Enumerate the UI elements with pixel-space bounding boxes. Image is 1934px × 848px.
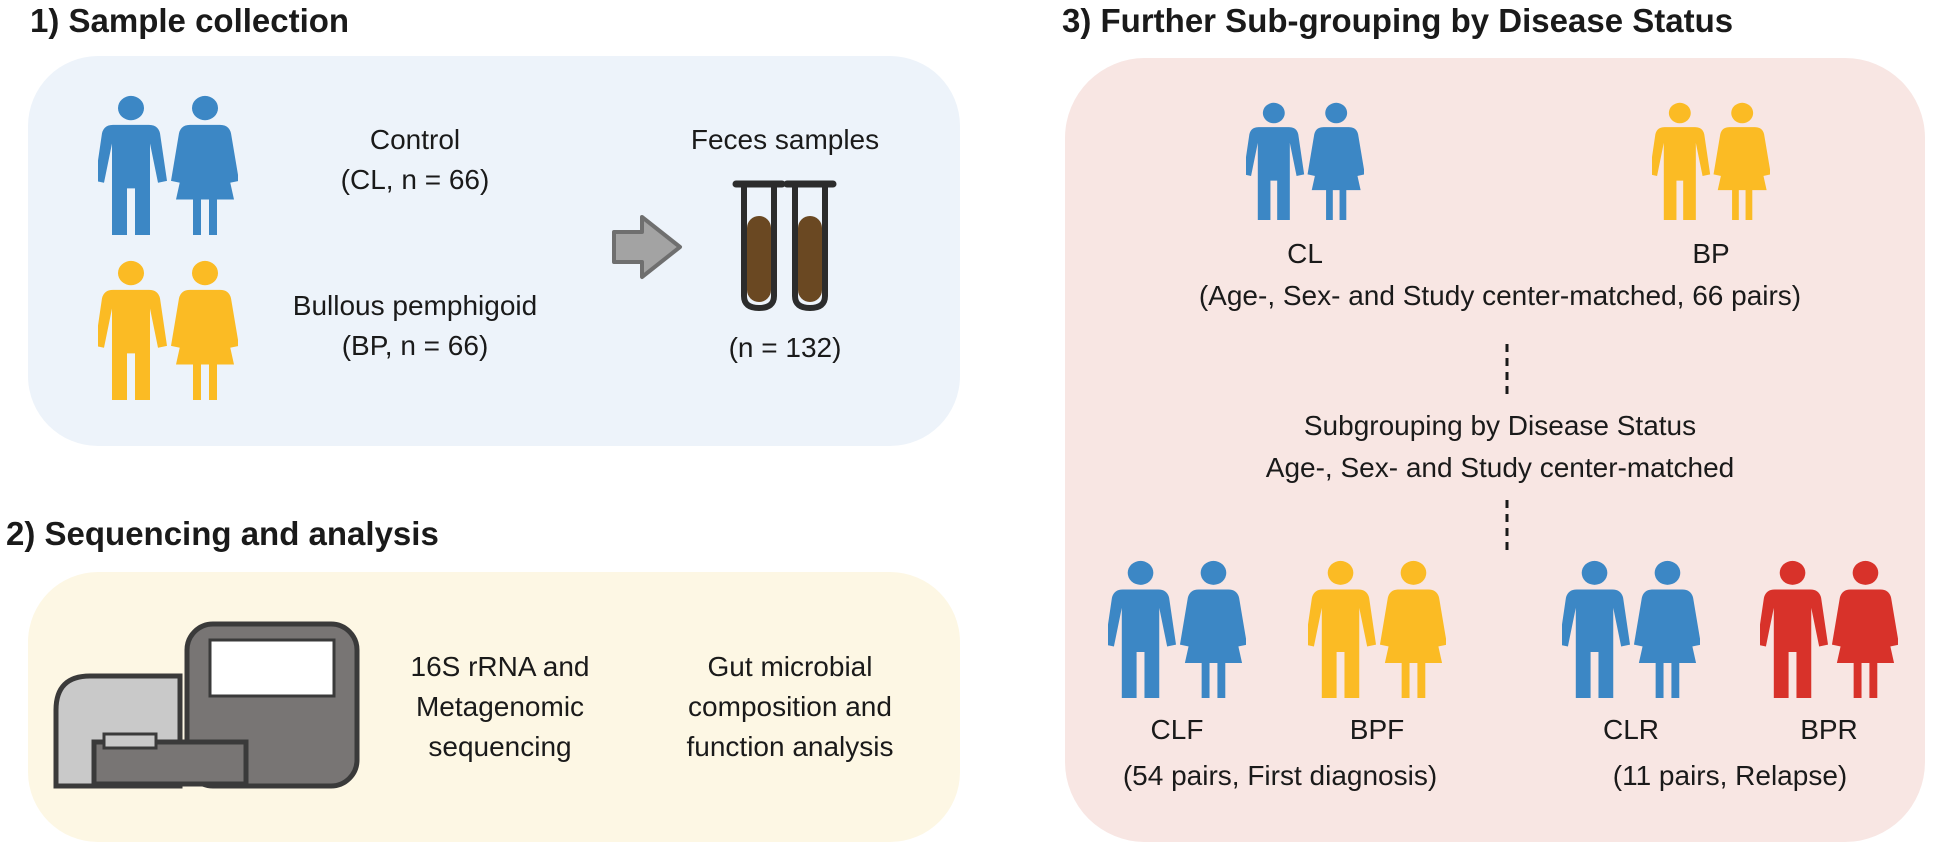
analysis-line1: Gut microbial bbox=[707, 651, 873, 682]
sequencing-panel bbox=[28, 572, 960, 842]
dashed-connector-bottom bbox=[1505, 500, 1509, 550]
test-tubes-icon bbox=[732, 180, 837, 312]
bp-label: Bullous pemphigoid bbox=[292, 290, 538, 321]
feces-count: (n = 132) bbox=[728, 332, 842, 363]
bp-couple-icon bbox=[98, 260, 238, 400]
section2-heading: 2) Sequencing and analysis bbox=[6, 515, 439, 552]
control-couple-icon bbox=[98, 95, 238, 235]
feces-label: Feces samples bbox=[690, 124, 880, 155]
clf-couple-icon bbox=[1108, 560, 1246, 698]
bpr-couple-icon bbox=[1760, 560, 1898, 698]
bpr-label: BPR bbox=[1800, 714, 1858, 745]
bp-detail: (BP, n = 66) bbox=[341, 330, 489, 361]
clr-couple-icon bbox=[1562, 560, 1700, 698]
bp-couple-icon-top bbox=[1652, 102, 1770, 220]
bp-label-top: BP bbox=[1692, 238, 1730, 269]
seq-line2: Metagenomic bbox=[415, 691, 585, 722]
arrow-right-icon bbox=[612, 215, 682, 279]
analysis-line2: composition and bbox=[688, 691, 892, 722]
analysis-line3: function analysis bbox=[686, 731, 894, 762]
subgrouping-line2: Age-, Sex- and Study center-matched bbox=[1265, 452, 1735, 483]
cl-couple-icon bbox=[1246, 102, 1364, 220]
bpf-label: BPF bbox=[1349, 714, 1405, 745]
control-detail: (CL, n = 66) bbox=[340, 164, 490, 195]
section3-heading: 3) Further Sub-grouping by Disease Statu… bbox=[1062, 2, 1734, 39]
sequencer-machine-icon bbox=[53, 621, 360, 789]
seq-line1: 16S rRNA and bbox=[410, 651, 590, 682]
subgrouping-panel bbox=[1065, 58, 1925, 842]
clf-label: CLF bbox=[1150, 714, 1204, 745]
cl-label: CL bbox=[1287, 238, 1323, 269]
section1-heading: 1) Sample collection bbox=[30, 2, 350, 39]
relapse-label: (11 pairs, Relapse) bbox=[1612, 760, 1848, 791]
first-diagnosis-label: (54 pairs, First diagnosis) bbox=[1122, 760, 1438, 791]
matched-pairs-label: (Age-, Sex- and Study center-matched, 66… bbox=[1198, 280, 1802, 311]
seq-line3: sequencing bbox=[428, 731, 572, 762]
subgrouping-line1: Subgrouping by Disease Status bbox=[1303, 410, 1697, 441]
bpf-couple-icon bbox=[1308, 560, 1446, 698]
clr-label: CLR bbox=[1602, 714, 1659, 745]
dashed-connector-top bbox=[1505, 344, 1509, 394]
control-label: Control bbox=[369, 124, 461, 155]
